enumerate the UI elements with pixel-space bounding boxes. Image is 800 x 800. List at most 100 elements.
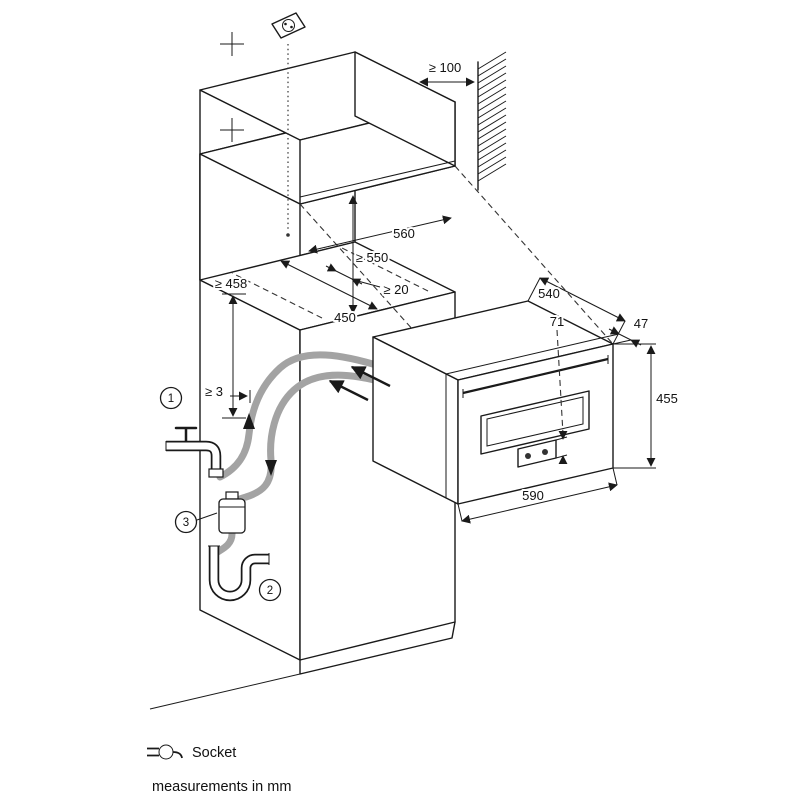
control-knob-left (525, 453, 531, 459)
units-note: measurements in mm (152, 779, 291, 795)
power-socket-marker (271, 12, 306, 237)
dim-arrow-a (325, 263, 337, 272)
plug-icon-legend (147, 744, 183, 760)
dim-ext-b (612, 320, 626, 345)
hoses (212, 351, 418, 557)
water-tap-icon (165, 426, 224, 478)
dim-side-gap: ≥ 3 (203, 382, 251, 403)
dim-rear-gap: ≥ 20 (325, 263, 411, 299)
dim-label: 450 (334, 310, 356, 325)
plug-body (271, 12, 306, 39)
callout-circle (174, 510, 198, 534)
callout-circle (258, 578, 282, 602)
callout-number: 3 (183, 517, 189, 529)
dim-label: ≥ 20 (383, 282, 408, 297)
floor-edge (149, 673, 301, 710)
callout-number: 1 (168, 393, 174, 405)
dim-arrow-a (608, 326, 620, 335)
dim-niche-height: 450 (332, 195, 358, 327)
dim-leader-dashed (556, 329, 564, 435)
door-seam-top (445, 337, 602, 375)
legend: Socket measurements in mm (147, 744, 291, 795)
dim-line (308, 215, 452, 254)
dim-niche-width: 560 (308, 215, 452, 254)
filter-body (218, 498, 246, 534)
tap-valve-handle (174, 426, 198, 443)
dim-label: ≥ 458 (215, 276, 247, 291)
break-mark-lower (220, 118, 244, 142)
niche-floor-dash-left (231, 272, 323, 319)
dim-control-panel: 71 (548, 312, 568, 465)
door-window-inner (486, 396, 584, 447)
dim-label: 71 (550, 314, 564, 329)
socket-position-dot (286, 233, 290, 237)
dim-appliance-width: 590 (457, 467, 618, 524)
callout-number: 2 (267, 585, 273, 597)
dim-ext-a (457, 503, 463, 522)
dim-line (539, 277, 626, 322)
dim-line (280, 260, 378, 310)
dim-label: 540 (538, 286, 560, 301)
supply-hose (216, 351, 402, 481)
dim-label: ≥ 550 (356, 250, 388, 265)
upper-cabinet-side (354, 51, 456, 167)
plug-icon-top (271, 12, 306, 39)
dim-ext-a (612, 339, 632, 345)
callout-1: 1 (159, 386, 183, 410)
dim-niche-depth: ≥ 550 (280, 248, 390, 310)
dim-appliance-depth: 540 (527, 277, 626, 345)
dim-span (618, 333, 632, 341)
callouts: 1 3 2 (159, 386, 282, 602)
dim-label: 560 (393, 226, 415, 241)
filter-neck (225, 491, 239, 500)
plug-pin-2 (290, 25, 293, 29)
plug-cable (172, 751, 183, 759)
callout-3: 3 (174, 510, 218, 534)
cabinet-plinth (299, 621, 456, 675)
dim-label: 590 (522, 488, 544, 503)
insertion-arrow-2 (350, 365, 391, 388)
dim-line (461, 482, 618, 524)
wall-hatching (477, 51, 507, 191)
hatch-lines (477, 51, 507, 182)
insertion-arrow-1 (328, 379, 369, 402)
upper-cabinet-bottom-edge (299, 160, 456, 198)
dim-ext-b (612, 467, 618, 486)
break-mark-upper (220, 32, 244, 56)
dim-label: 47 (634, 316, 648, 331)
filter-icon (218, 491, 246, 534)
insertion-arrows (328, 365, 391, 402)
dim-ext-a (527, 277, 541, 302)
door-handle (462, 357, 609, 395)
siphon-icon (208, 545, 270, 602)
callout-2: 2 (258, 578, 282, 602)
door-window-outer (480, 390, 590, 455)
dim-ext-b (600, 333, 620, 339)
drain-hose (212, 371, 418, 557)
door-handle-ends (462, 355, 609, 398)
plug-prongs (147, 747, 159, 757)
dim-label: ≥ 3 (205, 384, 223, 399)
dim-leader (353, 279, 381, 288)
tap-coupling-nut (208, 468, 224, 478)
callout-circle (159, 386, 183, 410)
plug-body (158, 744, 174, 760)
dim-appliance-height: 455 (613, 343, 680, 469)
dim-wall-clearance: ≥ 100 (419, 58, 475, 87)
dim-door-depth: 47 (600, 314, 650, 348)
socket-label: Socket (192, 745, 236, 761)
callout-leader (196, 512, 218, 521)
dim-label: 455 (656, 391, 678, 406)
drain-flow-arrow (265, 460, 277, 476)
dimensions: ≥ 100 560 ≥ 550 ≥ 20 450 ≥ 458 (203, 58, 680, 524)
floor-line (149, 673, 301, 710)
siphon-fill (210, 546, 269, 600)
plug-pin-1 (284, 22, 287, 26)
appliance (372, 300, 614, 505)
dim-label: ≥ 100 (429, 60, 461, 75)
tap-pipe-fill (166, 442, 220, 470)
break-marks (220, 32, 244, 142)
supply-flow-arrow (243, 413, 255, 429)
